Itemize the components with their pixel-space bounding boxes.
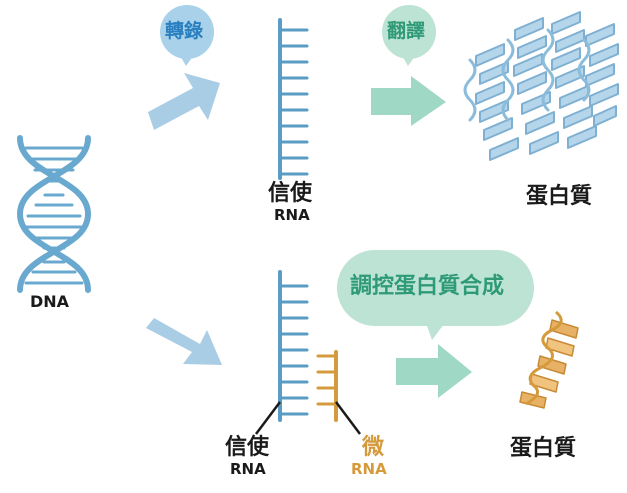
protein-bottom-label: 蛋白質	[510, 436, 577, 461]
pointer-mirna	[335, 401, 361, 435]
arrow-mrna-to-protein-bottom	[396, 344, 472, 398]
mrna-top-strand-icon	[278, 18, 309, 180]
regulation-label: 調控蛋白質合成	[350, 274, 505, 299]
mrna-bottom-strand-icon	[278, 270, 309, 422]
arrow-dna-to-mrna-bottom	[146, 318, 222, 365]
mrna-top-label-cn: 信使	[268, 181, 313, 206]
mrna-bottom-label-en: RNA	[230, 460, 266, 478]
arrow-dna-to-mrna-top	[148, 73, 220, 130]
mirna-label-en: RNA	[351, 460, 387, 478]
mrna-bottom-label-cn: 信使	[225, 435, 270, 460]
transcription-bubble	[160, 5, 214, 66]
dna-label: DNA	[30, 292, 70, 311]
mirna-strand-icon	[316, 350, 338, 422]
mrna-top-label-en: RNA	[274, 206, 310, 224]
regulation-bubble	[337, 250, 534, 340]
pointer-mrna-bottom	[255, 401, 281, 435]
translation-bubble	[382, 5, 436, 66]
mirna-label-cn: 微	[362, 435, 385, 460]
translation-label: 翻譯	[387, 20, 426, 42]
protein-cluster-icon	[463, 11, 619, 161]
dna-helix-icon	[16, 135, 92, 293]
arrow-mrna-to-protein-top	[371, 76, 446, 126]
protein-small-icon	[519, 310, 579, 409]
protein-top-label: 蛋白質	[526, 184, 593, 209]
transcription-label: 轉錄	[165, 20, 204, 42]
